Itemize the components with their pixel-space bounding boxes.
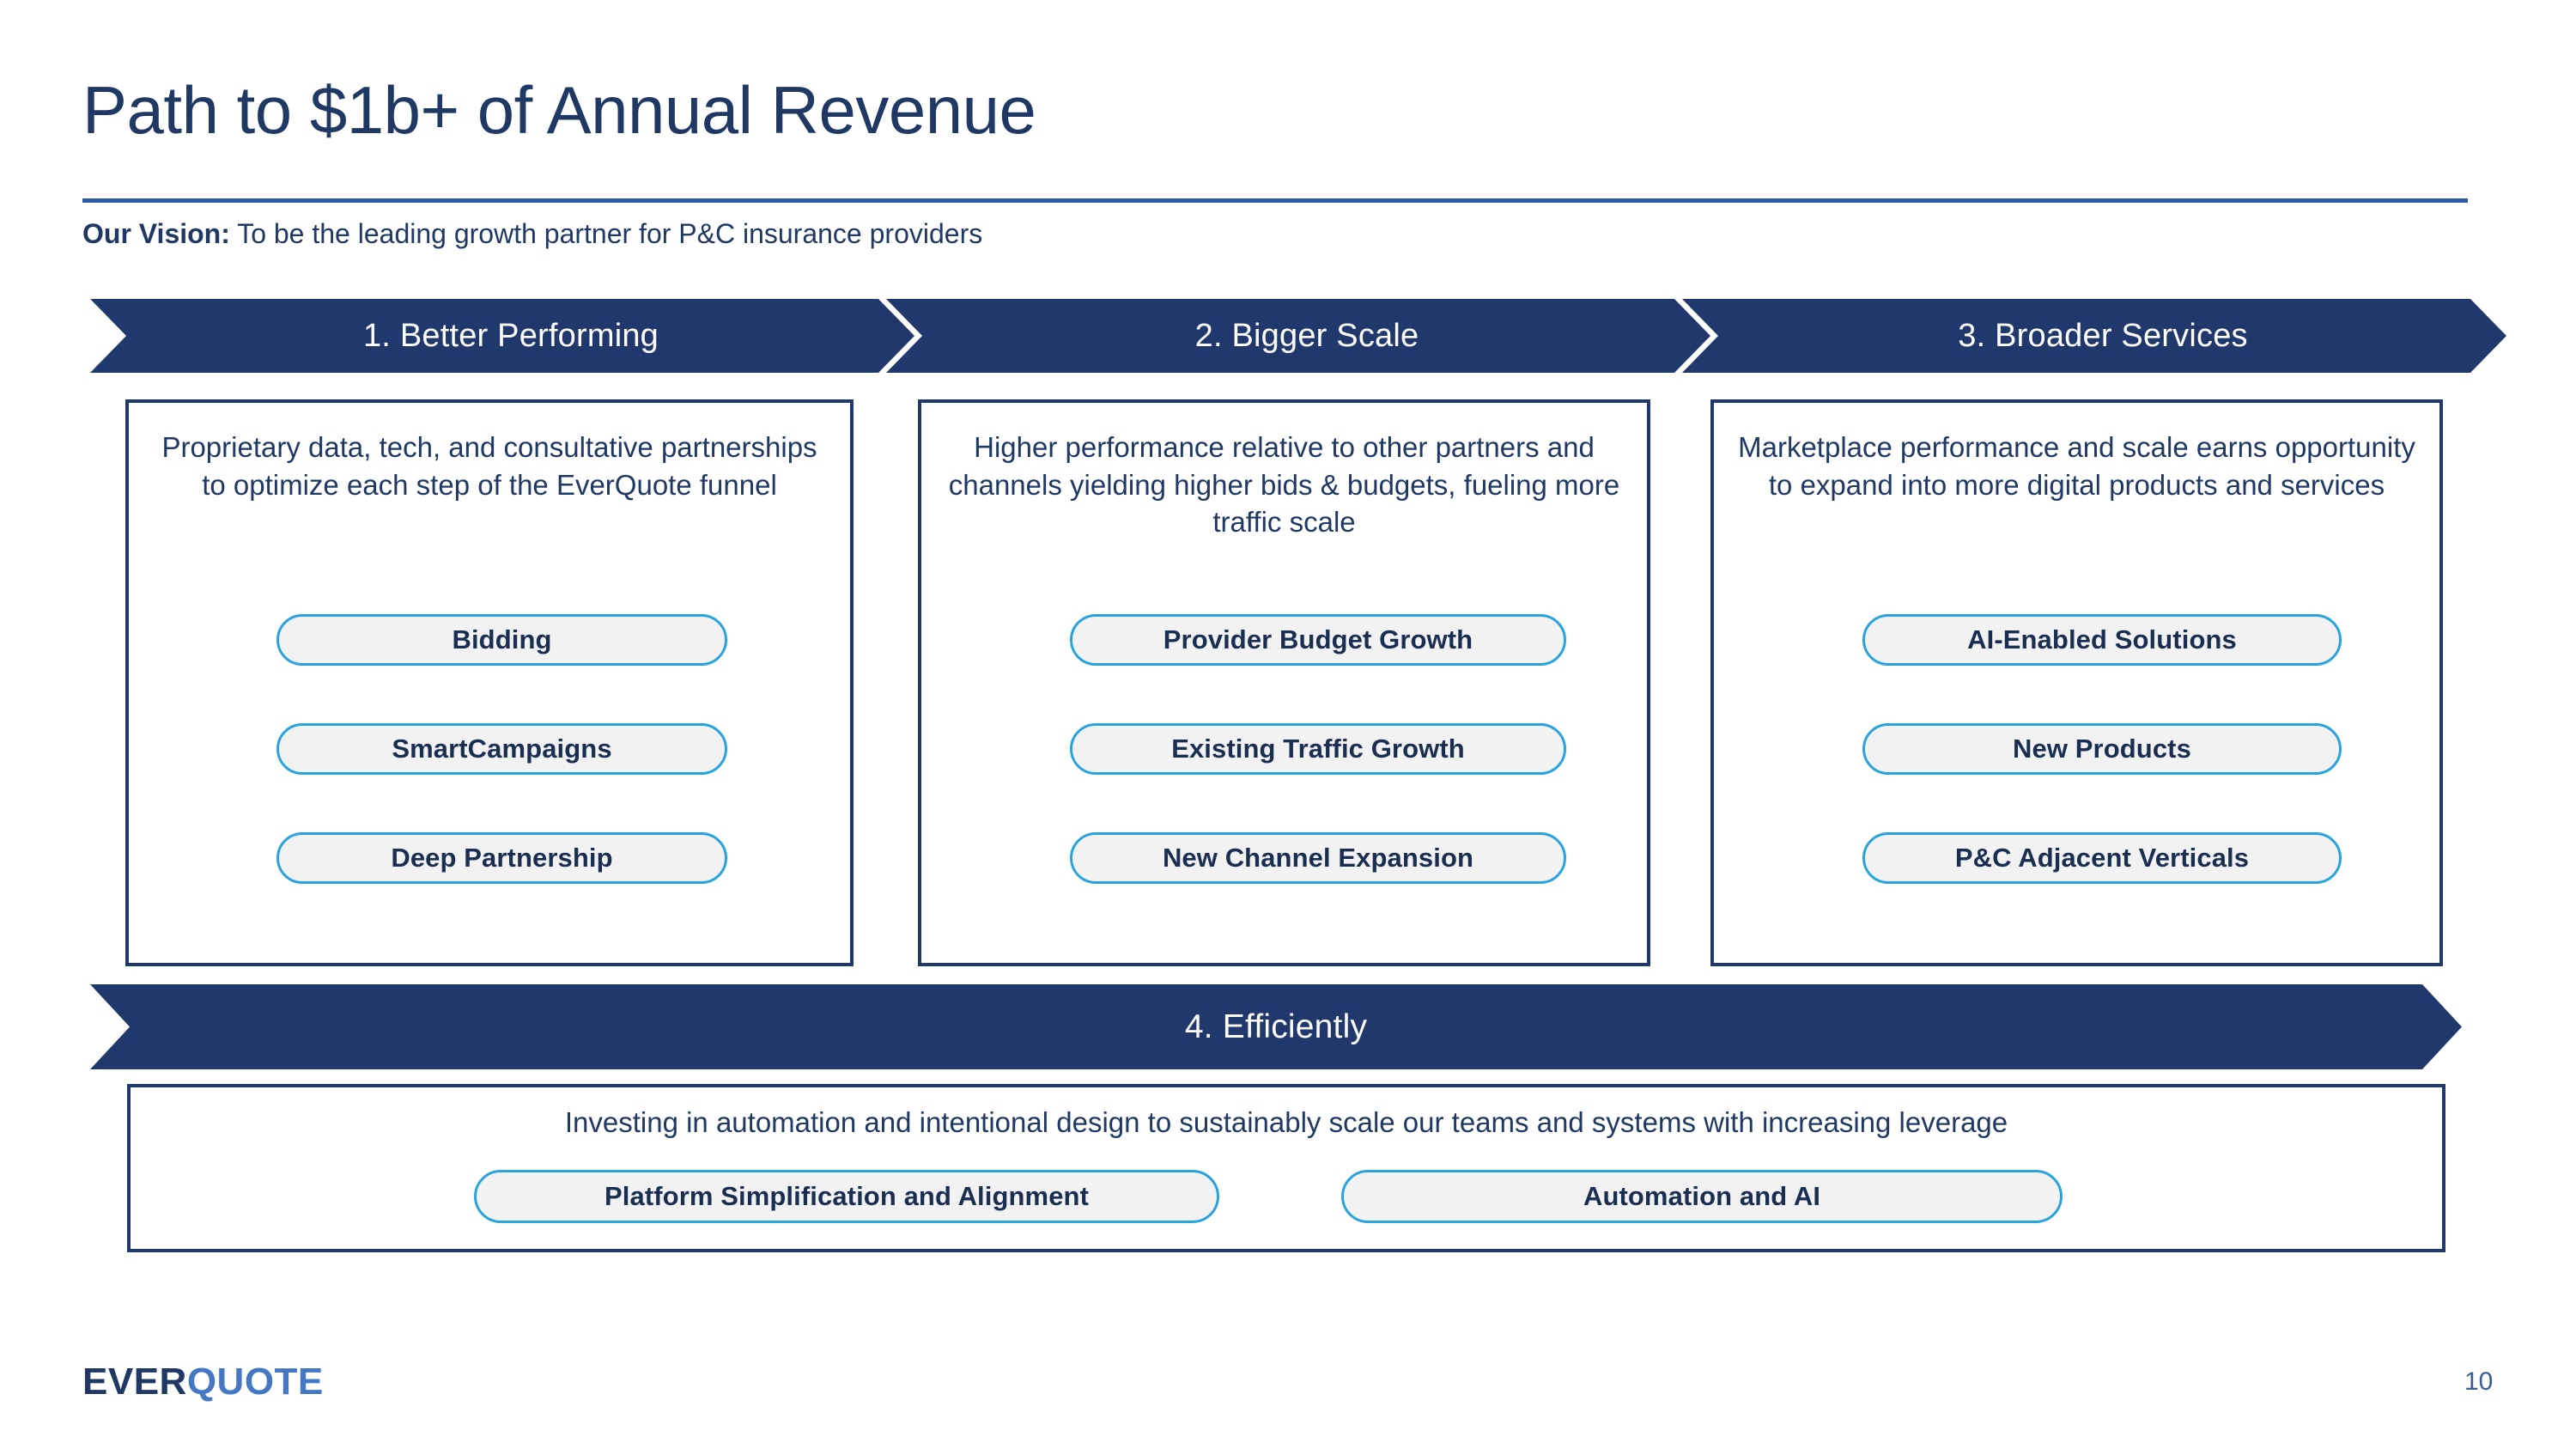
phase-header-3-label: 3. Broader Services (1958, 317, 2248, 354)
phase-1-pill-3-label: Deep Partnership (391, 843, 613, 873)
logo-ever-text: EVER (82, 1361, 187, 1403)
phase-1-pill-2-label: SmartCampaigns (392, 734, 612, 764)
phase-4-pill-1[interactable]: Platform Simplification and Alignment (474, 1170, 1219, 1223)
phase-card-2-description: Higher performance relative to other par… (948, 431, 1620, 539)
phase-2-pill-3-label: New Channel Expansion (1162, 843, 1474, 873)
phase-header-2-label: 2. Bigger Scale (1194, 317, 1419, 354)
phase-header-4[interactable]: 4. Efficiently (90, 984, 2462, 1069)
phase-2-pill-3[interactable]: New Channel Expansion (1070, 832, 1566, 884)
phase-2-pill-1-label: Provider Budget Growth (1163, 624, 1473, 654)
phase-4-pill-1-label: Platform Simplification and Alignment (604, 1181, 1090, 1211)
phase-1-pill-2[interactable]: SmartCampaigns (276, 723, 727, 775)
vision-text: To be the leading growth partner for P&C… (229, 218, 983, 249)
phase-4-pill-2-label: Automation and AI (1583, 1181, 1821, 1211)
phase-card-4-description: Investing in automation and intentional … (564, 1106, 2008, 1138)
phase-1-pill-3[interactable]: Deep Partnership (276, 832, 727, 884)
phase-card-3-description: Marketplace performance and scale earns … (1738, 431, 2415, 501)
phase-header-row: 1. Better Performing 2. Bigger Scale 3. … (0, 299, 2576, 373)
phase-header-1-label: 1. Better Performing (362, 317, 659, 354)
phase-header-1[interactable]: 1. Better Performing (90, 299, 914, 373)
phase-3-pill-1[interactable]: AI-Enabled Solutions (1862, 614, 2342, 666)
phase-1-pill-1-label: Bidding (452, 624, 552, 654)
phase-3-pill-1-label: AI-Enabled Solutions (1967, 624, 2237, 654)
title-divider (82, 198, 2468, 203)
phase-card-1: Proprietary data, tech, and consultative… (125, 399, 854, 966)
vision-label: Our Vision: (82, 218, 230, 249)
phase-3-pill-2-label: New Products (2013, 734, 2191, 764)
vision-statement: Our Vision: To be the leading growth par… (82, 218, 982, 250)
phase-2-pill-2[interactable]: Existing Traffic Growth (1070, 723, 1566, 775)
logo-quote-text: QUOTE (186, 1361, 324, 1403)
phase-2-pill-1[interactable]: Provider Budget Growth (1070, 614, 1566, 666)
phase-3-pill-2[interactable]: New Products (1862, 723, 2342, 775)
phase-card-2: Higher performance relative to other par… (918, 399, 1650, 966)
everquote-logo: EVERQUOTE (82, 1361, 324, 1403)
page-title: Path to $1b+ of Annual Revenue (82, 72, 1036, 148)
phase-3-pill-3-label: P&C Adjacent Verticals (1954, 843, 2250, 873)
phase-card-1-description: Proprietary data, tech, and consultative… (161, 431, 817, 501)
phase-header-4-label: 4. Efficiently (1184, 1008, 1368, 1045)
page-number: 10 (2464, 1367, 2494, 1396)
phase-1-pill-1[interactable]: Bidding (276, 614, 727, 666)
phase-header-3[interactable]: 3. Broader Services (1682, 299, 2506, 373)
phase-2-pill-2-label: Existing Traffic Growth (1171, 734, 1465, 764)
phase-3-pill-3[interactable]: P&C Adjacent Verticals (1862, 832, 2342, 884)
phase-card-4: Investing in automation and intentional … (127, 1084, 2445, 1252)
phase-header-2[interactable]: 2. Bigger Scale (886, 299, 1710, 373)
phase-4-pill-2[interactable]: Automation and AI (1341, 1170, 2063, 1223)
phase-card-3: Marketplace performance and scale earns … (1710, 399, 2443, 966)
